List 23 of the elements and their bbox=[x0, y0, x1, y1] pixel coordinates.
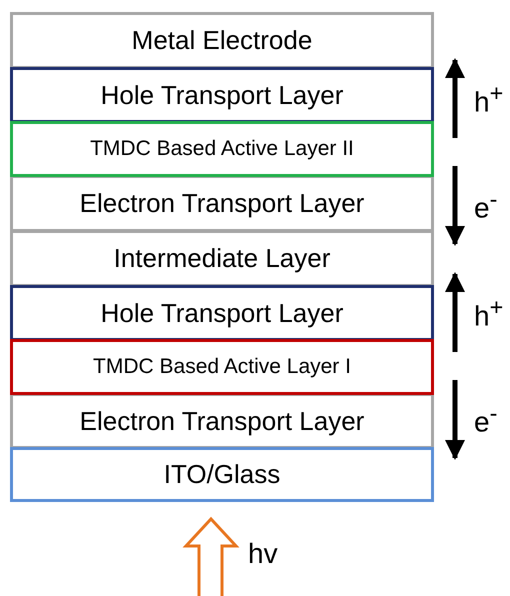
layer-box bbox=[10, 393, 434, 449]
layer-label: Intermediate Layer bbox=[114, 243, 330, 274]
layer-box bbox=[10, 12, 434, 69]
layer-label: Electron Transport Layer bbox=[80, 406, 364, 436]
layer-box bbox=[10, 121, 434, 177]
layer-label: Hole Transport Layer bbox=[100, 298, 344, 328]
layer-label: TMDC Based Active Layer II bbox=[90, 137, 354, 161]
layer-label: TMDC Based Active Layer I bbox=[93, 355, 351, 379]
layer-box bbox=[10, 230, 434, 287]
layer-box bbox=[10, 67, 434, 123]
charge-carrier-label: e$^{-}$ bbox=[474, 188, 498, 222]
layer-label: Electron Transport Layer bbox=[80, 188, 364, 219]
layer-label: Hole Transport Layer bbox=[100, 80, 344, 110]
layer-box bbox=[10, 175, 434, 232]
charge-carrier-label: h$^{+}$ bbox=[474, 82, 504, 116]
layer-box bbox=[10, 447, 434, 502]
layer-box bbox=[10, 339, 434, 395]
photon-label: hv bbox=[248, 540, 278, 568]
charge-carrier-label: h$^{+}$ bbox=[474, 296, 504, 330]
charge-carrier-label: e$^{-}$ bbox=[474, 402, 498, 436]
layer-label: ITO/Glass bbox=[164, 459, 280, 490]
layer-box bbox=[10, 285, 434, 341]
layer-label: Metal Electrode bbox=[132, 25, 312, 56]
